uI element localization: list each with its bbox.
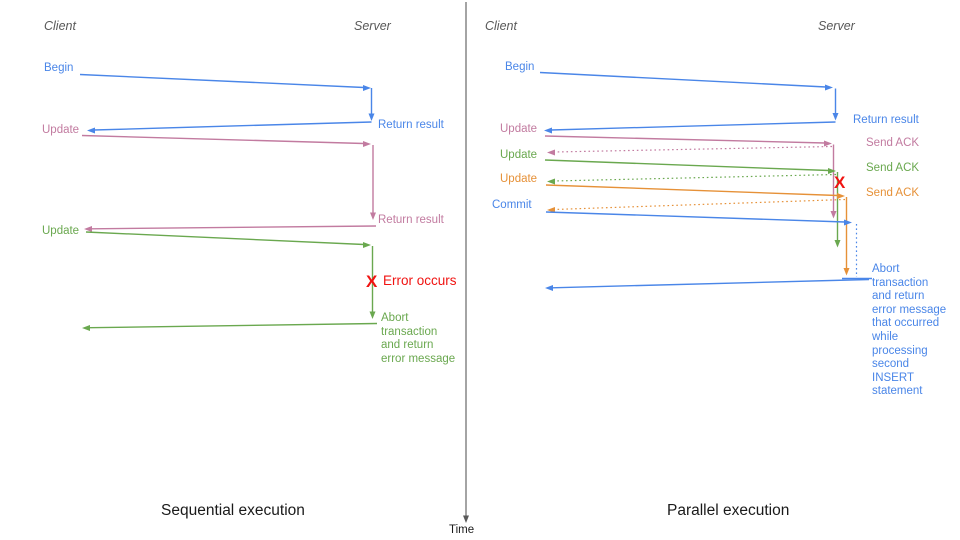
left-update-1-label: Update <box>42 124 80 136</box>
right-begin-response-line <box>550 121 836 131</box>
left-caption: Sequential execution <box>161 502 305 519</box>
right-begin-label: Begin <box>505 61 535 73</box>
right-abort-response-line <box>551 278 870 289</box>
arrowhead-icon <box>84 226 92 232</box>
left-begin-request-line <box>79 73 365 89</box>
right-send-ack-2-label: Send ACK <box>866 162 920 174</box>
left-update1-response-line <box>91 225 377 230</box>
right-commit-flow <box>545 211 872 291</box>
arrowhead-icon <box>363 242 371 248</box>
arrowhead-icon <box>547 178 555 185</box>
left-abort-response-line <box>89 322 378 329</box>
right-begin-request-line <box>539 71 827 88</box>
right-send-ack-3-label: Send ACK <box>866 187 920 199</box>
right-send-ack-1-label: Send ACK <box>866 137 920 149</box>
arrowhead-icon <box>544 127 552 134</box>
right-update1-ack-line <box>553 145 833 153</box>
arrowhead-icon <box>830 211 837 219</box>
arrowhead-icon <box>545 285 553 291</box>
arrowhead-icon <box>368 113 375 121</box>
arrowhead-icon <box>370 212 376 220</box>
arrowhead-icon <box>828 168 836 174</box>
right-update3-ack-line <box>553 198 846 211</box>
arrowhead-icon <box>834 240 841 248</box>
left-begin-response-line <box>93 121 372 131</box>
arrowhead-icon <box>363 141 371 147</box>
right-commit-label: Commit <box>492 199 532 211</box>
arrowhead-icon <box>82 325 90 331</box>
right-update-2-label: Update <box>500 149 538 161</box>
left-update2-request-line <box>85 231 365 246</box>
right-server-header: Server <box>818 19 855 33</box>
left-update2-flow <box>82 231 378 331</box>
right-update3-request-line <box>545 184 839 197</box>
right-update1-flow <box>544 135 837 219</box>
left-return-result-1-label: Return result <box>378 119 444 131</box>
arrowhead-icon <box>844 219 852 226</box>
left-begin-flow <box>79 73 375 134</box>
arrowhead-icon <box>832 113 839 121</box>
time-axis <box>463 2 469 523</box>
right-caption: Parallel execution <box>667 502 790 519</box>
arrowhead-icon <box>824 140 832 147</box>
left-server-header: Server <box>354 19 391 33</box>
left-abort-note: Abort transaction and return error messa… <box>381 312 456 365</box>
arrowhead-icon <box>837 193 845 199</box>
right-abort-note: Abort transaction and return error messa… <box>872 263 947 398</box>
left-return-result-2-label: Return result <box>378 214 444 226</box>
time-axis-arrowhead-icon <box>463 515 469 523</box>
right-update3-flow <box>545 184 850 276</box>
right-return-result-label: Return result <box>853 114 919 126</box>
arrowhead-icon <box>843 268 850 276</box>
right-update-3-label: Update <box>500 173 538 185</box>
arrowhead-icon <box>369 311 376 319</box>
arrowhead-icon <box>363 85 371 91</box>
left-error-occurs-label: Error occurs <box>383 273 457 288</box>
left-update1-request-line <box>81 134 365 145</box>
arrowhead-icon <box>825 84 833 91</box>
right-update2-request-line <box>544 159 830 172</box>
arrowhead-icon <box>547 207 555 213</box>
arrowhead-icon <box>87 127 95 134</box>
right-begin-flow <box>539 71 839 134</box>
left-client-header: Client <box>44 19 76 33</box>
right-client-header: Client <box>485 19 517 33</box>
arrowhead-icon <box>547 149 555 156</box>
right-update-1-label: Update <box>500 123 538 135</box>
left-begin-label: Begin <box>44 62 74 74</box>
right-error-x-icon: X <box>834 173 846 192</box>
right-commit-request-line <box>545 211 846 223</box>
left-update1-flow <box>81 134 377 232</box>
right-update2-ack-line <box>553 173 837 182</box>
time-axis-label: Time <box>449 524 475 536</box>
left-error-x-icon: X <box>366 272 378 291</box>
right-update1-request-line <box>544 135 826 144</box>
left-update-2-label: Update <box>42 225 80 237</box>
right-update2-flow <box>544 159 841 248</box>
